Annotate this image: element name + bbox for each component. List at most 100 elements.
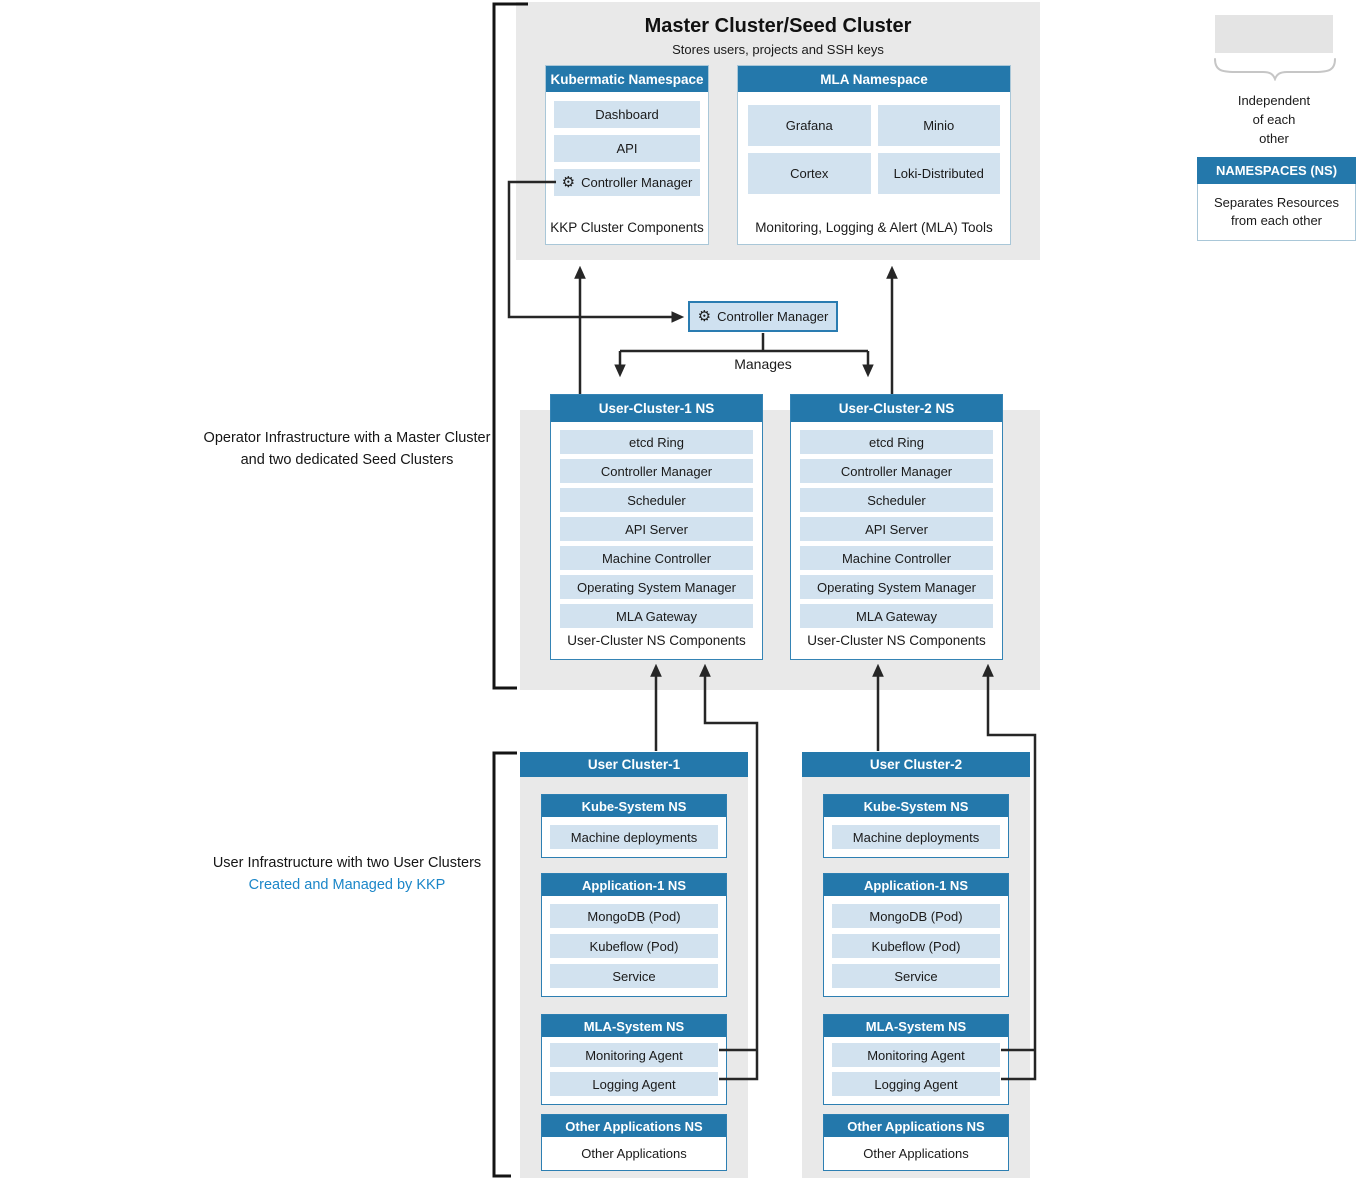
operator-label-line1: Operator Infrastructure with a Master Cl…: [203, 430, 491, 446]
component-row-service: Service: [832, 964, 1000, 988]
mla-system-ns-header: MLA-System NS: [542, 1015, 726, 1037]
user-cluster-1-ns-footer: User-Cluster NS Components: [567, 633, 746, 648]
component-row-dashboard: Dashboard: [554, 101, 700, 128]
component-row-logging-agent: Logging Agent: [832, 1072, 1000, 1096]
component-row-monitoring-agent: Monitoring Agent: [550, 1043, 718, 1067]
kube-system-ns-header: Kube-System NS: [824, 795, 1008, 817]
component-cell-loki: Loki-Distributed: [877, 153, 1000, 194]
master-cluster-title: Master Cluster/Seed Cluster: [644, 15, 912, 37]
other-applications-ns-body: Other Applications: [824, 1137, 1008, 1170]
component-row-logging-agent: Logging Agent: [550, 1072, 718, 1096]
component-cell-minio: Minio: [877, 105, 1000, 146]
user-cluster-1-ns-rows: etcd Ring Controller Manager Scheduler A…: [551, 422, 762, 628]
controller-manager-box: ⚙ Controller Manager: [688, 301, 838, 332]
namespaces-legend-header: NAMESPACES (NS): [1197, 157, 1356, 184]
mla-system-ns-header: MLA-System NS: [824, 1015, 1008, 1037]
user-cluster-2-ns-rows: etcd Ring Controller Manager Scheduler A…: [791, 422, 1002, 628]
operator-infrastructure-label: Operator Infrastructure with a Master Cl…: [167, 427, 527, 472]
component-row-mongodb: MongoDB (Pod): [550, 904, 718, 928]
user-section-bracket: [492, 751, 517, 1178]
user-label-line1: User Infrastructure with two User Cluste…: [212, 855, 482, 871]
user-cluster-2-header: User Cluster-2: [802, 752, 1030, 777]
component-row-mla-gateway: MLA Gateway: [800, 604, 993, 628]
user-label-line2: Created and Managed by KKP: [248, 877, 446, 894]
mla-namespace-footer: Monitoring, Logging & Alert (MLA) Tools: [755, 220, 993, 235]
application-1-ns-box: Application-1 NS MongoDB (Pod) Kubeflow …: [541, 873, 727, 997]
master-cluster-panel: Master Cluster/Seed Cluster Stores users…: [516, 2, 1040, 260]
kube-system-ns-box: Kube-System NS Machine deployments: [541, 794, 727, 858]
operator-label-line2: and two dedicated Seed Clusters: [240, 452, 454, 469]
user-cluster-1-header: User Cluster-1: [520, 752, 748, 777]
mla-system-ns-box: MLA-System NS Monitoring Agent Logging A…: [823, 1014, 1009, 1105]
component-row-service: Service: [550, 964, 718, 988]
component-cell-cortex: Cortex: [748, 153, 871, 194]
user-cluster-2-ns-header: User-Cluster-2 NS: [791, 395, 1002, 422]
gear-icon: ⚙: [697, 307, 712, 325]
controller-manager-label: Controller Manager: [717, 309, 829, 324]
controller-manager-label: Controller Manager: [581, 175, 693, 190]
component-row-kubeflow: Kubeflow (Pod): [832, 934, 1000, 958]
kubermatic-namespace-rows: Dashboard API ⚙ Controller Manager: [546, 92, 708, 196]
kubermatic-namespace-footer: KKP Cluster Components: [550, 220, 704, 235]
user-cluster-1-ns-header: User-Cluster-1 NS: [551, 395, 762, 422]
component-row-other-applications: Other Applications: [581, 1146, 687, 1161]
component-row-machine-controller: Machine Controller: [800, 546, 993, 570]
component-row-api-server: API Server: [800, 517, 993, 541]
component-row-controller-manager: ⚙ Controller Manager: [554, 169, 700, 196]
kubermatic-namespace-header: Kubermatic Namespace: [546, 66, 708, 92]
legend-independent-label: Independent of each other: [1237, 93, 1311, 146]
mla-namespace-box: MLA Namespace Grafana Minio Cortex Loki-…: [737, 65, 1011, 245]
component-row-machine-deployments: Machine deployments: [832, 825, 1000, 849]
component-row-controller-manager: Controller Manager: [800, 459, 993, 483]
other-applications-ns-header: Other Applications NS: [824, 1115, 1008, 1137]
namespaces-legend-box: NAMESPACES (NS) Separates Resources from…: [1197, 157, 1356, 242]
application-1-ns-box: Application-1 NS MongoDB (Pod) Kubeflow …: [823, 873, 1009, 997]
application-1-ns-body: MongoDB (Pod) Kubeflow (Pod) Service: [542, 896, 726, 996]
user-cluster-2-ns-box: User-Cluster-2 NS etcd Ring Controller M…: [790, 394, 1003, 660]
component-row-mla-gateway: MLA Gateway: [560, 604, 753, 628]
user-cluster-2-box: User Cluster-2 Kube-System NS Machine de…: [802, 752, 1030, 1178]
component-row-osm: Operating System Manager: [800, 575, 993, 599]
application-1-ns-body: MongoDB (Pod) Kubeflow (Pod) Service: [824, 896, 1008, 996]
component-row-scheduler: Scheduler: [560, 488, 753, 512]
mla-namespace-header: MLA Namespace: [738, 66, 1010, 92]
user-cluster-2-ns-footer: User-Cluster NS Components: [807, 633, 986, 648]
kube-system-ns-box: Kube-System NS Machine deployments: [823, 794, 1009, 858]
kube-system-ns-body: Machine deployments: [542, 817, 726, 857]
application-1-ns-header: Application-1 NS: [824, 874, 1008, 896]
other-applications-ns-body: Other Applications: [542, 1137, 726, 1170]
master-cluster-subtitle: Stores users, projects and SSH keys: [672, 42, 884, 57]
other-applications-ns-header: Other Applications NS: [542, 1115, 726, 1137]
component-row-machine-deployments: Machine deployments: [550, 825, 718, 849]
component-row-other-applications: Other Applications: [863, 1146, 969, 1161]
mla-system-ns-body: Monitoring Agent Logging Agent: [824, 1037, 1008, 1104]
gear-icon: ⚙: [561, 173, 576, 191]
component-row-monitoring-agent: Monitoring Agent: [832, 1043, 1000, 1067]
manages-label: Manages: [734, 356, 792, 372]
legend-namespace-swatch: [1215, 15, 1333, 53]
component-row-etcd: etcd Ring: [560, 430, 753, 454]
component-row-mongodb: MongoDB (Pod): [832, 904, 1000, 928]
kube-system-ns-body: Machine deployments: [824, 817, 1008, 857]
user-cluster-1-box: User Cluster-1 Kube-System NS Machine de…: [520, 752, 748, 1178]
component-row-scheduler: Scheduler: [800, 488, 993, 512]
other-applications-ns-box: Other Applications NS Other Applications: [541, 1114, 727, 1171]
kube-system-ns-header: Kube-System NS: [542, 795, 726, 817]
other-applications-ns-box: Other Applications NS Other Applications: [823, 1114, 1009, 1171]
component-row-machine-controller: Machine Controller: [560, 546, 753, 570]
component-row-api: API: [554, 135, 700, 162]
user-infrastructure-label: User Infrastructure with two User Cluste…: [167, 852, 527, 897]
brace-icon: [1214, 58, 1336, 81]
application-1-ns-header: Application-1 NS: [542, 874, 726, 896]
component-row-osm: Operating System Manager: [560, 575, 753, 599]
component-row-etcd: etcd Ring: [800, 430, 993, 454]
component-row-api-server: API Server: [560, 517, 753, 541]
component-row-kubeflow: Kubeflow (Pod): [550, 934, 718, 958]
mla-namespace-grid: Grafana Minio Cortex Loki-Distributed: [738, 92, 1010, 194]
kubermatic-namespace-box: Kubermatic Namespace Dashboard API ⚙ Con…: [545, 65, 709, 245]
namespaces-legend-body: Separates Resources from each other: [1197, 184, 1356, 242]
mla-system-ns-body: Monitoring Agent Logging Agent: [542, 1037, 726, 1104]
component-row-controller-manager: Controller Manager: [560, 459, 753, 483]
component-cell-grafana: Grafana: [748, 105, 871, 146]
